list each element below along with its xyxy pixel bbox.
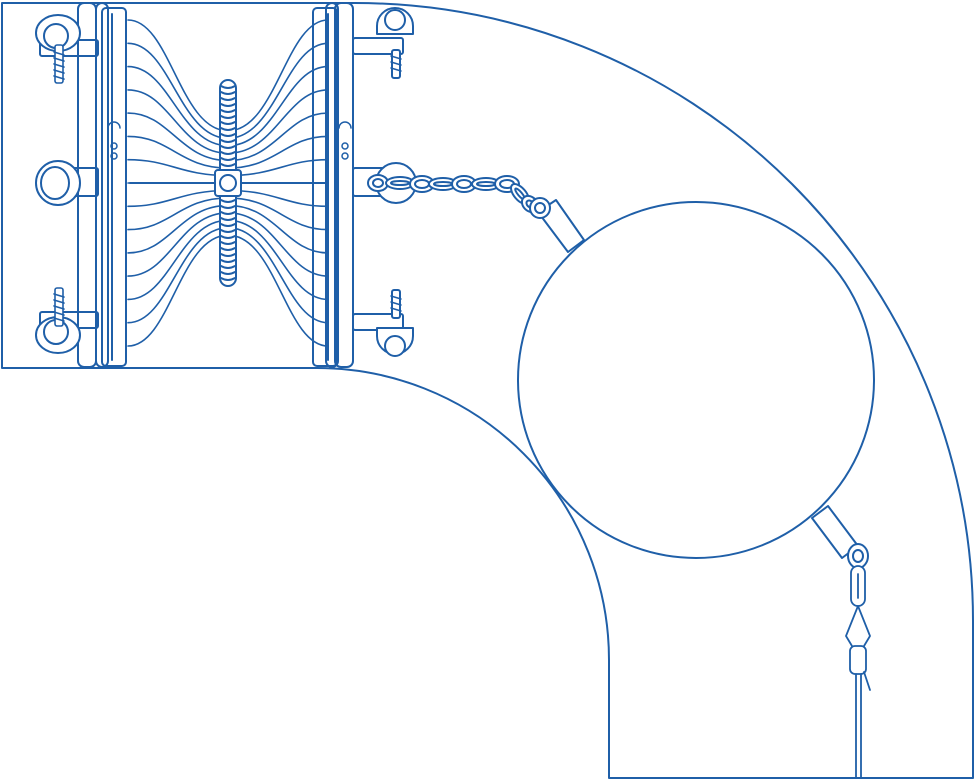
spring-coil [220,109,236,113]
center-hub-bolt [219,174,237,192]
spring-coil [220,115,236,119]
chain-link-inner [390,180,410,186]
inspection-sphere [517,201,875,559]
spring-coil [220,151,236,155]
spring-coil [220,127,236,131]
spring-coil [220,139,236,143]
spring-coil [220,145,236,149]
spring-coil [220,103,236,107]
spring-coil [220,253,236,257]
spring-coil [220,121,236,125]
center-hub [214,169,242,197]
left-middle-roller [35,160,81,206]
spring-coil [220,229,236,233]
spring-coil [220,217,236,221]
spring-coil [220,223,236,227]
spring-coil [220,199,236,203]
left-screws [53,44,65,327]
clamp-left-bar [101,7,127,367]
spring-coil [220,259,236,263]
spring-coil [220,277,236,281]
clamp-left-plate-2 [95,2,109,368]
tow-cable [845,565,871,779]
spring-coil [220,205,236,209]
spring-coil [220,265,236,269]
spring-coil [220,163,236,167]
mesh-clamp [35,2,417,368]
bolt-holes [107,121,352,160]
upper-connector [529,197,585,253]
spring-coil [220,211,236,215]
lower-connector [811,505,869,569]
clamp-right-bar [312,7,338,367]
spring-coil [220,241,236,245]
spring-coil [220,85,236,89]
spring-coil [220,247,236,251]
spring-coil [220,271,236,275]
spring-coil [220,97,236,101]
spring-coil [220,157,236,161]
tether-chain [367,174,540,214]
chain-link-inner [372,178,384,188]
left-brackets [35,14,99,354]
spring-coil [220,133,236,137]
spring-coil [220,235,236,239]
spring-coil [220,91,236,95]
